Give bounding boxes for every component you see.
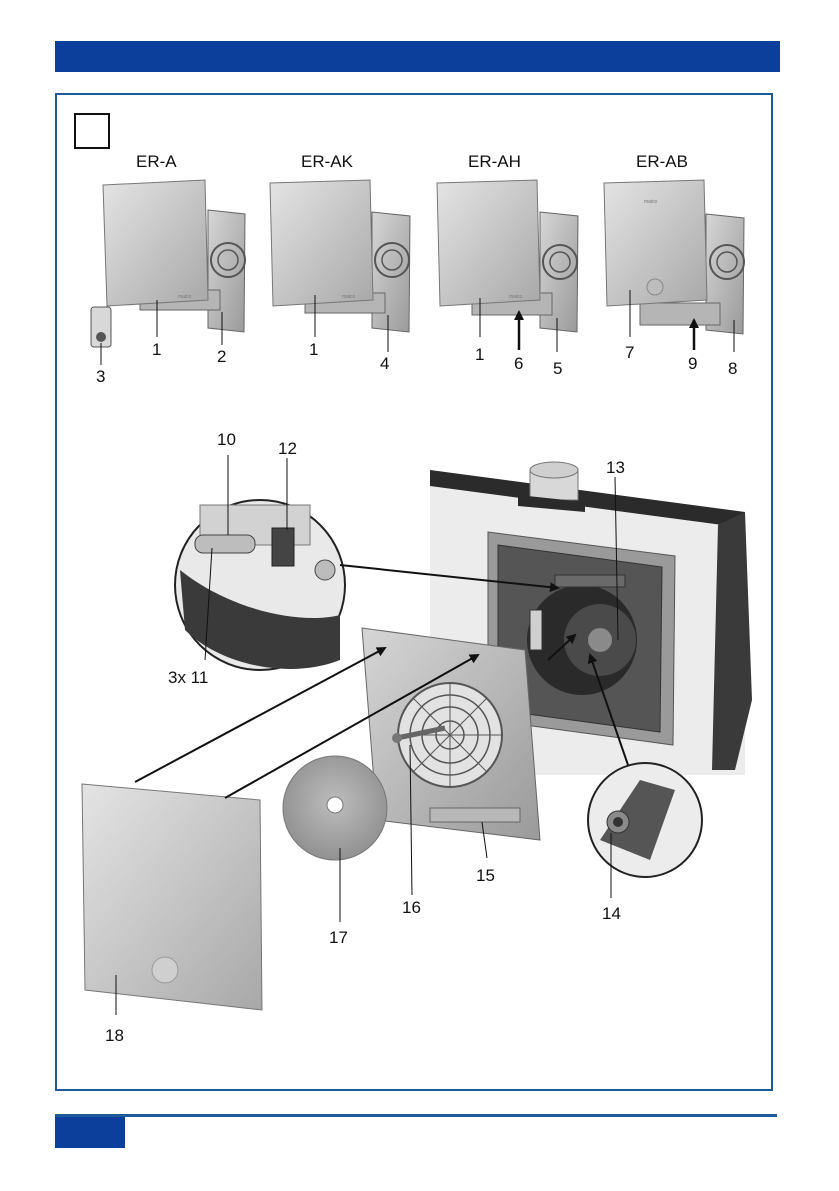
svg-text:maico: maico — [509, 294, 523, 300]
svg-text:maico: maico — [342, 294, 356, 300]
callout-7: 7 — [625, 344, 634, 361]
model-er-a-label: ER-A — [136, 152, 177, 172]
callout-13: 13 — [606, 459, 625, 476]
callout-14: 14 — [602, 905, 621, 922]
model-er-a-art: maico — [91, 180, 245, 365]
detail-circle-bushing — [588, 763, 702, 898]
model-er-ab-art: maico — [604, 180, 744, 352]
footer-tab — [55, 1117, 125, 1148]
model-er-ab-label: ER-AB — [636, 152, 688, 172]
model-er-ak-label: ER-AK — [301, 152, 353, 172]
callout-17: 17 — [329, 929, 348, 946]
model-er-ah-label: ER-AH — [468, 152, 521, 172]
detail-circle-fasteners — [175, 455, 345, 670]
callout-8: 8 — [728, 360, 737, 377]
callout-1c: 1 — [475, 346, 484, 363]
filter-disc-art — [283, 756, 387, 922]
svg-text:maico: maico — [644, 199, 658, 205]
callout-16: 16 — [402, 899, 421, 916]
front-cover-art — [82, 784, 262, 1015]
footer-line — [55, 1114, 777, 1117]
callout-12: 12 — [278, 440, 297, 457]
callout-9: 9 — [688, 355, 697, 372]
callout-1a: 1 — [152, 341, 161, 358]
callout-2: 2 — [217, 348, 226, 365]
callout-15: 15 — [476, 867, 495, 884]
model-er-ah-art: maico — [437, 180, 578, 352]
svg-text:maico: maico — [178, 294, 192, 300]
model-er-ak-art: maico — [270, 180, 410, 352]
callout-11: 3x 11 — [168, 669, 208, 686]
callout-4: 4 — [380, 355, 389, 372]
callout-6: 6 — [514, 355, 523, 372]
mounting-plate-art — [362, 628, 540, 895]
callout-5: 5 — [553, 360, 562, 377]
callout-3: 3 — [96, 368, 105, 385]
callout-10: 10 — [217, 431, 236, 448]
callout-1b: 1 — [309, 341, 318, 358]
callout-18: 18 — [105, 1027, 124, 1044]
